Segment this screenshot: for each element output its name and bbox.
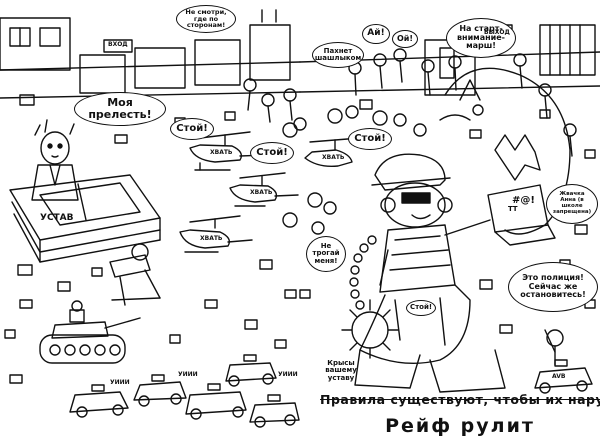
bubble-stop-right: Стой! [348, 128, 392, 150]
bubble-sidewalk: Не смотри, где по сторонам! [176, 5, 236, 33]
teacher-with-rulebook [31, 119, 79, 201]
laptop [487, 184, 549, 233]
bubble-police: Это полиция! Сейчас же остановитесь! [508, 262, 598, 312]
running-kids [243, 48, 577, 157]
bubble-chew-gum: Жвачка Анна (в школе запрещена) [546, 184, 598, 224]
giant-shark [439, 67, 571, 235]
helicopter-2 [229, 172, 299, 207]
school-building-left [0, 9, 301, 99]
bubble-ready-set-go: На старт-внимание-марш! [446, 18, 516, 58]
police-car-4 [225, 354, 277, 387]
smoke-clouds [282, 105, 427, 235]
label-laptop: #@! [512, 195, 535, 206]
label-rat-law: Крысы вашему уставу [325, 359, 357, 382]
helicopter-3 [179, 215, 253, 253]
comic-title: Рейф рулит [385, 415, 535, 437]
label-exit-right: ВЫХОД [484, 29, 510, 36]
bubble-smells: Пахнет шашлыком [312, 42, 364, 68]
bubble-oi: Ой! [392, 30, 418, 48]
label-heli-2: ХВАТЬ [250, 189, 273, 196]
label-siren-3: УИИИ [278, 371, 298, 378]
label-car-plate: AVB [552, 373, 566, 380]
bubble-dont-touch: Не трогай меня! [306, 236, 346, 272]
rulebook [9, 174, 161, 263]
small-kid [544, 329, 564, 366]
spiked-flail [341, 235, 399, 359]
bubble-stop-small: Стой! [406, 300, 436, 316]
tipped-chair [109, 243, 161, 306]
label-heli-3: ХВАТЬ [200, 235, 223, 242]
bubble-stop-center: Стой! [250, 142, 294, 164]
police-car-3 [185, 383, 247, 420]
toy-tank [39, 300, 141, 364]
police-car-5 [249, 394, 300, 428]
bubble-precious: Моя прелесть! [74, 92, 166, 126]
label-rulebook: УСТАВ [40, 213, 74, 223]
exit-sign-left [103, 39, 133, 53]
bubble-ai: Ай! [362, 24, 390, 44]
label-tt: ТТ [508, 205, 518, 213]
label-heli-1: ХВАТЬ [210, 149, 233, 156]
police-car-1 [69, 384, 129, 418]
caption-rules: Правила существуют, чтобы их нарушать [320, 392, 600, 407]
hero-rafe [354, 153, 556, 393]
police-car-2 [133, 374, 187, 407]
bubble-stop-left: Стой! [170, 118, 214, 140]
label-siren-2: УИИИ [178, 371, 198, 378]
label-siren-1: УИИИ [110, 379, 130, 386]
label-heli-4: ХВАТЬ [322, 154, 345, 161]
label-exit-left: ВХОД [108, 41, 128, 48]
